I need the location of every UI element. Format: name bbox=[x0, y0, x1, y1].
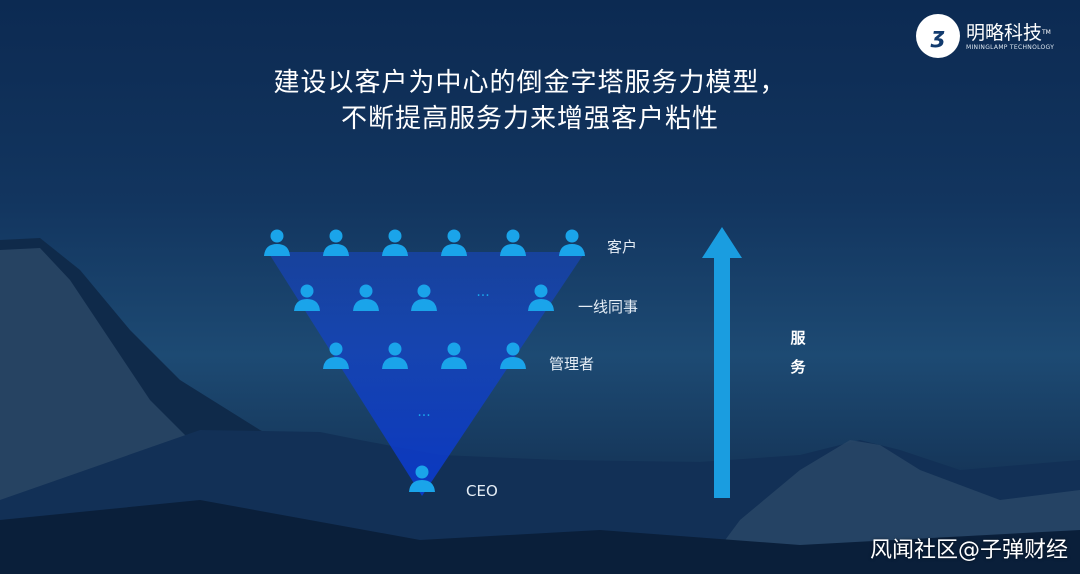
ellipsis-row2: ··· bbox=[476, 288, 489, 304]
person-icon bbox=[409, 465, 435, 492]
person-icon bbox=[500, 342, 526, 369]
person-icon bbox=[441, 229, 467, 256]
person-icon bbox=[353, 284, 379, 311]
person-icon bbox=[382, 229, 408, 256]
person-icon bbox=[500, 229, 526, 256]
arrow-label-char: 服 bbox=[790, 329, 806, 347]
level-label-customer: 客户 bbox=[607, 238, 638, 256]
arrow-label-char: 务 bbox=[790, 358, 806, 376]
watermark: 风闻社区@子弹财经 bbox=[869, 538, 1068, 563]
slide-title-line2: 不断提高服务力来增强客户粘性 bbox=[340, 104, 719, 134]
person-icon bbox=[411, 284, 437, 311]
person-icon bbox=[528, 284, 554, 311]
logo-name-en: MININGLAMP TECHNOLOGY bbox=[966, 43, 1055, 51]
company-logo: ʒ 明略科技TM MININGLAMP TECHNOLOGY bbox=[916, 14, 1054, 58]
logo-tm: TM bbox=[1042, 28, 1051, 36]
level-label-frontline: 一线同事 bbox=[578, 298, 639, 316]
person-icon bbox=[382, 342, 408, 369]
slide-title-line1: 建设以客户为中心的倒金字塔服务力模型， bbox=[273, 68, 787, 98]
logo-name-cn: 明略科技 bbox=[966, 21, 1043, 44]
person-icon bbox=[294, 284, 320, 311]
person-icon bbox=[323, 229, 349, 256]
service-arrow bbox=[702, 227, 742, 498]
ellipsis-middle: ··· bbox=[417, 408, 430, 424]
arrow-label: 服 务 bbox=[788, 324, 808, 382]
person-icon bbox=[323, 342, 349, 369]
level-label-ceo: CEO bbox=[466, 482, 498, 500]
person-icon bbox=[441, 342, 467, 369]
person-icon bbox=[264, 229, 290, 256]
inverted-funnel bbox=[268, 252, 585, 496]
logo-mark-icon: ʒ bbox=[916, 14, 960, 58]
level-label-manager: 管理者 bbox=[549, 355, 595, 373]
person-icon bbox=[559, 229, 585, 256]
